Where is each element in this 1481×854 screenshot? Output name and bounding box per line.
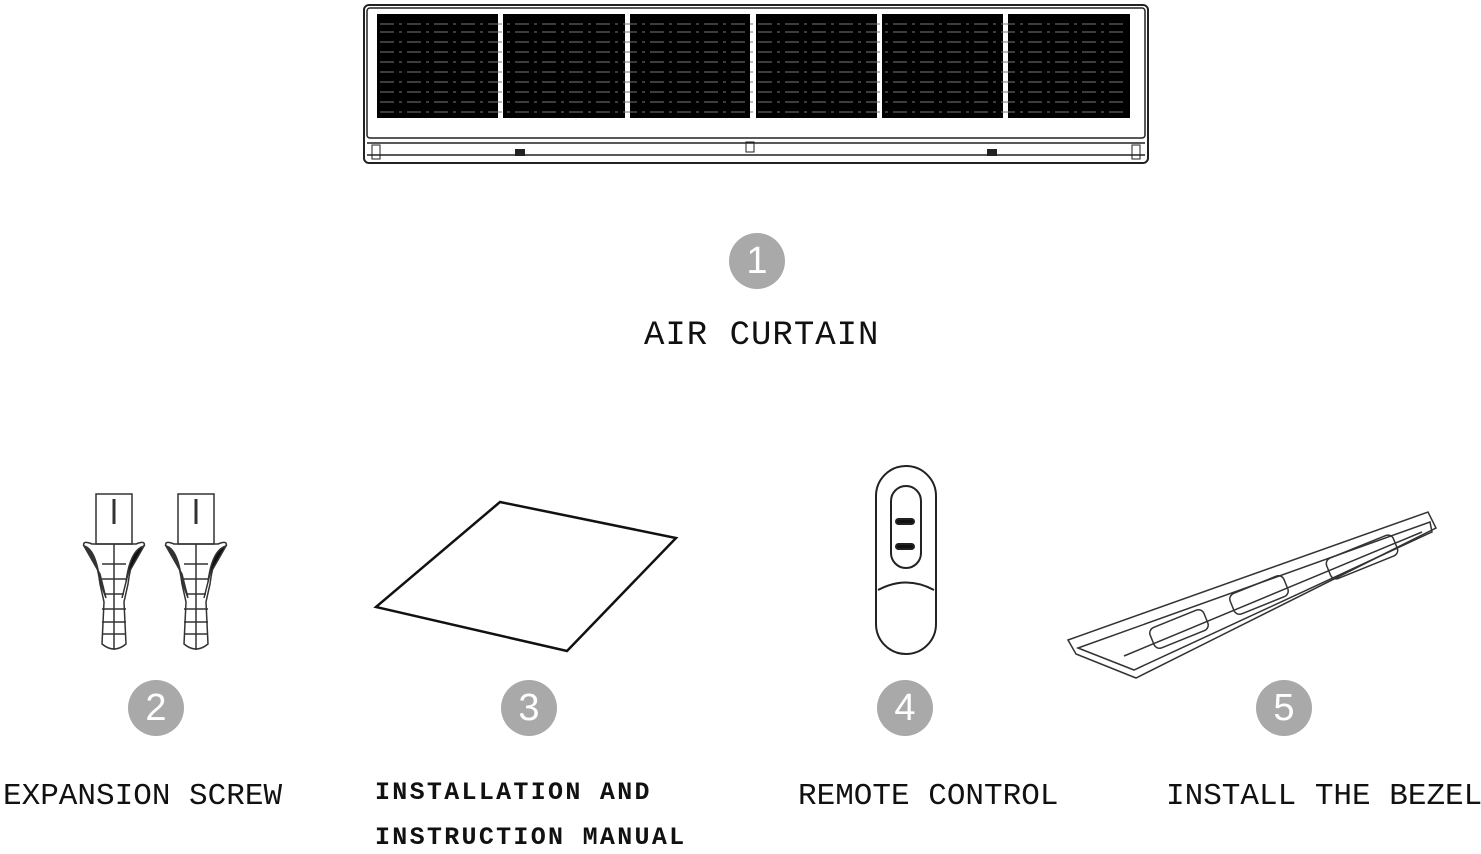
item-number-badge-1: 1 xyxy=(729,233,785,289)
item-number-badge-4: 4 xyxy=(877,680,933,736)
expansion-screw-icon xyxy=(82,493,228,650)
item-number-badge-3: 3 xyxy=(501,680,557,736)
air-curtain-label: AIR CURTAIN xyxy=(644,317,880,355)
item-number-badge-2: 2 xyxy=(128,680,184,736)
remote-control-label: REMOTE CONTROL xyxy=(798,779,1059,814)
manual-label-line2: INSTRUCTION MANUAL xyxy=(375,823,687,852)
air-curtain-icon xyxy=(363,4,1149,164)
manual-label-line1: INSTALLATION AND xyxy=(375,778,652,807)
bezel-label: INSTALL THE BEZEL xyxy=(1166,779,1481,814)
remote-control-icon xyxy=(875,465,937,655)
expansion-screw-label: EXPANSION SCREW xyxy=(3,779,283,814)
item-number-badge-5: 5 xyxy=(1256,680,1312,736)
manual-icon xyxy=(373,500,679,653)
bezel-icon xyxy=(1066,511,1438,679)
